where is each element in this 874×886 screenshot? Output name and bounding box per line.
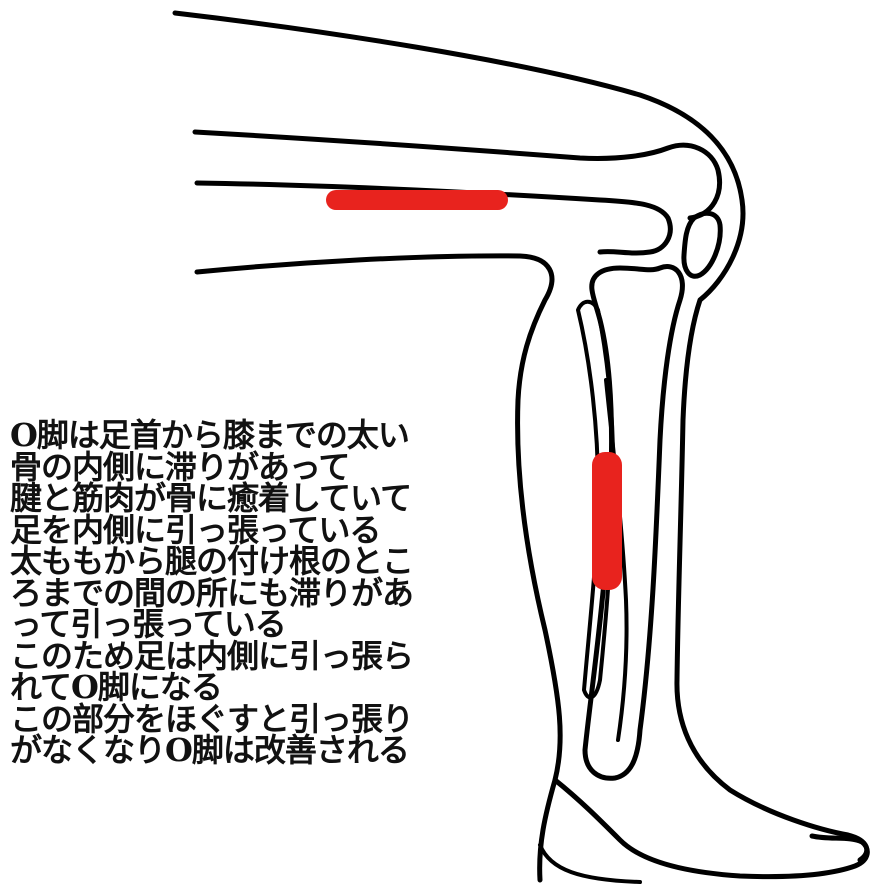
thigh-adhesion-highlight (326, 190, 508, 210)
explanation-text: O脚は足首から膝までの太い 骨の内側に滞りがあって 腱と筋肉が骨に癒着していて … (10, 420, 480, 767)
shin-adhesion-highlight (592, 452, 622, 590)
caption-line: 腱と筋肉が骨に癒着していて (10, 483, 480, 515)
caption-line: がなくなりO脚は改善される (10, 735, 480, 767)
caption-line: って引っ張っている (10, 609, 480, 641)
heel-contour (540, 845, 640, 882)
caption-line: O脚は足首から膝までの太い (10, 420, 480, 452)
caption-line: 太ももから腿の付け根のとこ (10, 546, 480, 578)
caption-line: れてO脚になる (10, 672, 480, 704)
patella-shape (684, 213, 720, 276)
